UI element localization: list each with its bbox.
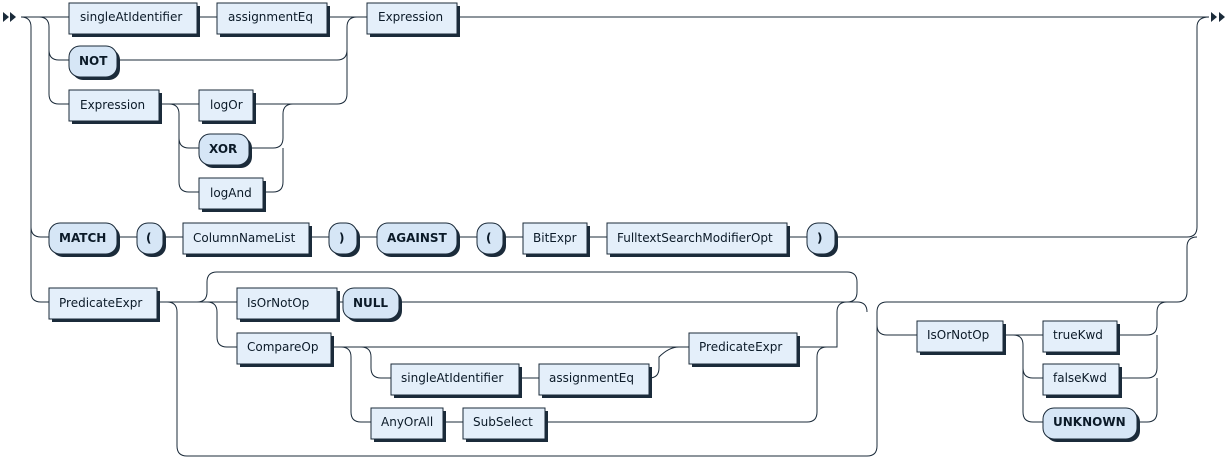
node-columnnamelist: ColumnNameList	[182, 222, 312, 257]
svg-text:falseKwd: falseKwd	[1053, 371, 1107, 385]
svg-text:): )	[817, 231, 822, 245]
terminal-close-paren: )	[328, 222, 360, 257]
branch-left-rail-outer	[20, 16, 49, 303]
node-logand: logAnd	[198, 177, 266, 212]
diagram-wires	[20, 16, 1210, 457]
svg-text:AnyOrAll: AnyOrAll	[381, 415, 433, 429]
node-assignmenteq-2: assignmentEq	[538, 363, 652, 398]
truth-branch-wires	[876, 312, 1043, 423]
match-row-wire	[117, 16, 1210, 238]
node-fulltextsearchmodifieropt: FulltextSearchModifierOpt	[606, 222, 790, 257]
expression-op-merge	[249, 27, 348, 193]
node-predicateexpr: PredicateExpr	[48, 287, 160, 322]
svg-text:SubSelect: SubSelect	[473, 415, 533, 429]
terminal-close-paren-2: )	[806, 222, 838, 257]
node-expression-2: Expression	[68, 89, 162, 124]
node-expression: Expression	[366, 2, 460, 37]
svg-text:BitExpr: BitExpr	[533, 231, 577, 245]
terminal-xor: XOR	[198, 133, 252, 168]
start-arrow	[3, 12, 9, 22]
svg-text:ColumnNameList: ColumnNameList	[193, 231, 296, 245]
svg-text:IsOrNotOp: IsOrNotOp	[247, 296, 309, 310]
start-arrow-2	[10, 12, 16, 22]
svg-text:XOR: XOR	[209, 142, 237, 156]
node-logor: logOr	[198, 89, 256, 124]
node-singleatidentifier-2: singleAtIdentifier	[390, 363, 522, 398]
predicate-loop-top	[196, 271, 858, 303]
compare-branch-rail	[206, 301, 237, 348]
svg-text:assignmentEq: assignmentEq	[549, 371, 634, 385]
node-assignmentEq: assignmentEq	[216, 2, 330, 37]
node-singleAtIdentifier: singleAtIdentifier	[68, 2, 200, 37]
end-arrow-2	[1219, 12, 1225, 22]
svg-text:AGAINST: AGAINST	[387, 231, 448, 245]
svg-text:NULL: NULL	[353, 296, 388, 310]
svg-text:UNKNOWN: UNKNOWN	[1053, 415, 1126, 429]
svg-text:): )	[339, 231, 344, 245]
predicate-merge-rail	[797, 301, 868, 348]
svg-text:(: (	[486, 231, 491, 245]
svg-text:(: (	[146, 231, 151, 245]
node-falsekwd: falseKwd	[1042, 363, 1122, 398]
node-compareop: CompareOp	[236, 332, 334, 367]
compare-wires	[331, 346, 689, 423]
terminal-not: NOT	[68, 45, 120, 80]
branch-left-rail-inner	[38, 16, 69, 105]
svg-text:assignmentEq: assignmentEq	[228, 10, 313, 24]
svg-text:PredicateExpr: PredicateExpr	[59, 296, 142, 310]
svg-text:logOr: logOr	[210, 98, 243, 112]
terminal-unknown: UNKNOWN	[1042, 407, 1140, 442]
node-bitexpr: BitExpr	[522, 222, 590, 257]
svg-text:trueKwd: trueKwd	[1053, 328, 1103, 342]
terminal-open-paren-2: (	[476, 222, 506, 257]
svg-text:FulltextSearchModifierOpt: FulltextSearchModifierOpt	[617, 231, 773, 245]
end-arrow	[1211, 12, 1217, 22]
terminal-null: NULL	[342, 287, 402, 322]
node-subselect: SubSelect	[462, 407, 548, 442]
svg-text:singleAtIdentifier: singleAtIdentifier	[80, 10, 182, 24]
svg-text:logAnd: logAnd	[210, 186, 252, 200]
node-isornotop-2: IsOrNotOp	[916, 320, 1006, 355]
node-anyorall: AnyOrAll	[370, 407, 446, 442]
svg-text:IsOrNotOp: IsOrNotOp	[927, 328, 989, 342]
truth-merge-wires	[1117, 301, 1168, 423]
svg-text:NOT: NOT	[79, 54, 108, 68]
svg-text:MATCH: MATCH	[59, 231, 106, 245]
terminal-against: AGAINST	[376, 222, 460, 257]
svg-text:PredicateExpr: PredicateExpr	[699, 340, 782, 354]
expression-op-rails	[159, 103, 199, 193]
svg-text:singleAtIdentifier: singleAtIdentifier	[401, 371, 503, 385]
svg-text:Expression: Expression	[378, 10, 443, 24]
node-isornotop: IsOrNotOp	[236, 287, 340, 322]
terminal-open-paren: (	[136, 222, 166, 257]
predicate-bypass	[166, 236, 1198, 457]
node-predicateexpr-2: PredicateExpr	[688, 332, 800, 367]
node-truekwd: trueKwd	[1042, 320, 1120, 355]
terminal-match: MATCH	[48, 222, 120, 257]
svg-text:Expression: Expression	[80, 98, 145, 112]
svg-text:CompareOp: CompareOp	[247, 340, 319, 354]
